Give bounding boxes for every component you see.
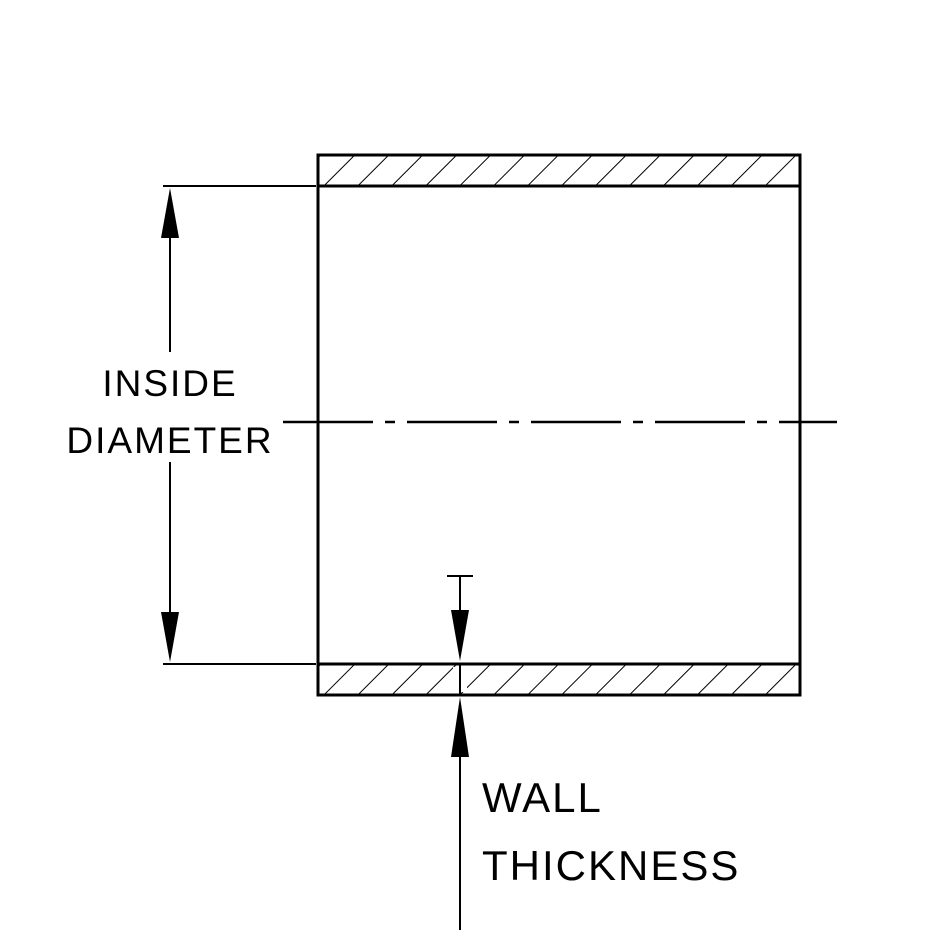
arrowhead-down-icon [451,610,469,661]
inside-diameter-label-line1: INSIDE [102,363,237,404]
inside-diameter-label-line2: DIAMETER [66,420,273,461]
arrowhead-down-icon [161,612,179,662]
top-wall-hatching [318,155,800,186]
bottom-wall-hatching [318,664,800,695]
arrowhead-up-icon [451,697,469,757]
wall-thickness-dimension: WALL THICKNESS [447,575,740,930]
tube-outline [316,153,802,697]
inside-diameter-dimension: INSIDE DIAMETER [66,185,316,665]
wall-thickness-label-line1: WALL [482,774,603,821]
wall-thickness-label-line2: THICKNESS [482,842,740,889]
arrowhead-up-icon [161,188,179,238]
